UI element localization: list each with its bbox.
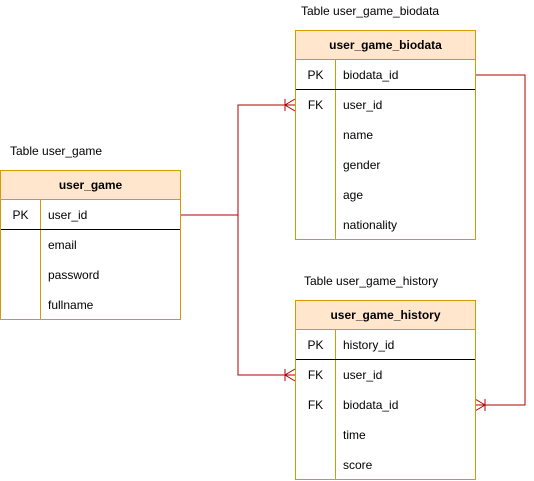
entity-row: nationality [296, 210, 475, 240]
crows-foot-biodata-user-id [284, 98, 296, 112]
field-label: password [48, 268, 100, 282]
field-label: user_id [343, 368, 383, 382]
key-column-divider [335, 60, 336, 239]
field-label: fullname [48, 298, 94, 312]
field-label: nationality [343, 218, 398, 232]
key-label: FK [307, 368, 324, 382]
field-label: email [48, 238, 77, 252]
relation-biodata-to-history [475, 74, 526, 406]
caption-user-game: Table user_game [10, 144, 103, 158]
key-label: PK [307, 338, 324, 352]
crows-foot-history-user-id [284, 368, 296, 382]
field-label: user_id [48, 208, 88, 222]
entity-title: user_game_history [296, 301, 475, 330]
field-label: name [343, 128, 374, 142]
relation-user-game-to-history [237, 215, 295, 376]
field-label: time [343, 428, 366, 442]
key-column-divider [40, 200, 41, 319]
caption-biodata: Table user_game_biodata [301, 4, 440, 18]
entity-row: FK biodata_id [296, 390, 475, 420]
entity-user-game-history[interactable]: user_game_history PK history_id FK user_… [295, 300, 476, 480]
key-label: PK [307, 68, 324, 82]
entity-row: email [1, 230, 180, 260]
entity-row: name [296, 120, 475, 150]
entity-user-game[interactable]: user_game PK user_id email password full… [0, 170, 181, 320]
entity-row: time [296, 420, 475, 450]
key-label: PK [12, 208, 29, 222]
entity-row: FK user_id [296, 360, 475, 390]
entity-user-game-biodata[interactable]: user_game_biodata PK biodata_id FK user_… [295, 30, 476, 240]
entity-title: user_game_biodata [296, 31, 475, 60]
field-label: history_id [343, 338, 395, 352]
field-label: score [343, 458, 373, 472]
field-label: user_id [343, 98, 383, 112]
field-label: gender [343, 158, 381, 172]
field-label: biodata_id [343, 68, 399, 82]
relation-user-game-to-biodata [180, 104, 295, 216]
entity-row: age [296, 180, 475, 210]
key-label: FK [307, 98, 324, 112]
entity-row: password [1, 260, 180, 290]
key-label: FK [307, 398, 324, 412]
key-column-divider [335, 330, 336, 479]
caption-history: Table user_game_history [304, 274, 439, 288]
entity-row: score [296, 450, 475, 480]
entity-row: FK user_id [296, 90, 475, 120]
field-label: age [343, 188, 364, 202]
entity-row: PK user_id [1, 200, 180, 230]
entity-row: PK biodata_id [296, 60, 475, 90]
entity-row: fullname [1, 290, 180, 320]
entity-row: PK history_id [296, 330, 475, 360]
field-label: biodata_id [343, 398, 399, 412]
entity-title: user_game [1, 171, 180, 200]
crows-foot-history-biodata-id [474, 398, 486, 412]
entity-row: gender [296, 150, 475, 180]
